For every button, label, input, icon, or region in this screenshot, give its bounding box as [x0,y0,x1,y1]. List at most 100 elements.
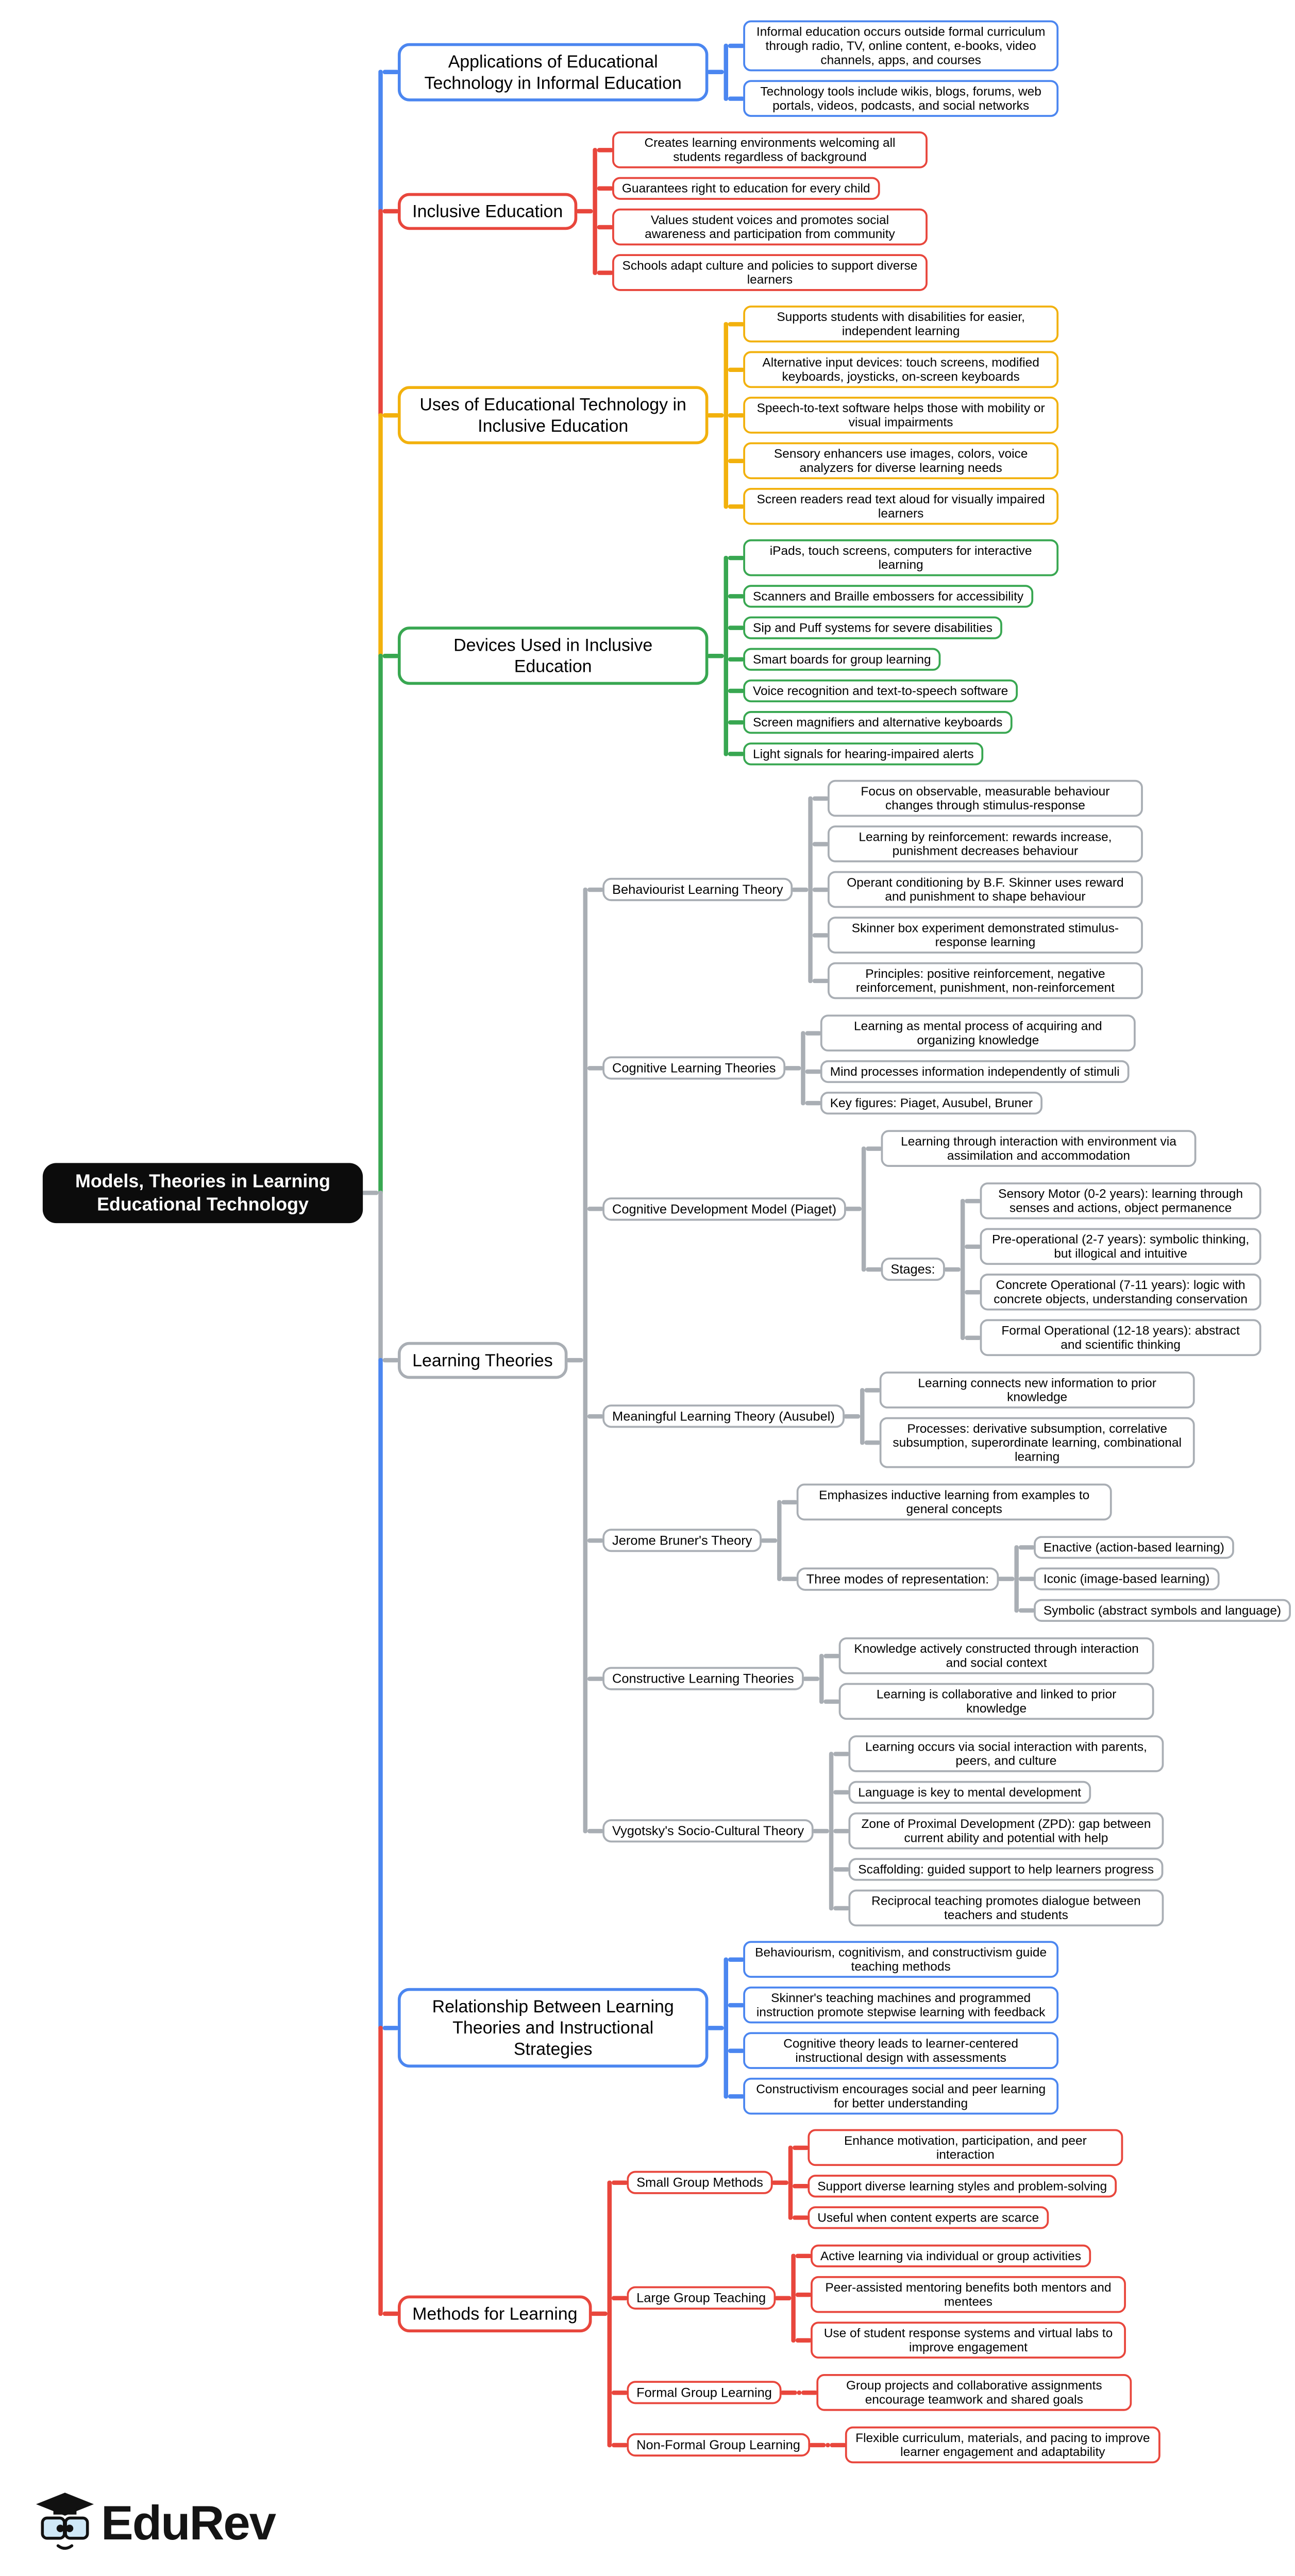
connector-line [597,225,613,229]
connector-line [724,43,729,101]
root-node: Models, Theories in Learning Educational… [42,1163,363,1223]
connector-line [805,1030,821,1036]
connector-line [362,1191,379,1195]
node-support-diverse-learning-styles-and-problem: Support diverse learning styles and prob… [808,2175,1117,2198]
connector-line [864,1387,881,1393]
node-scanners-and-braille-embossers-for-accessibility: Scanners and Braille embossers for acces… [743,585,1033,608]
connector-line [728,2094,745,2098]
connector-line [793,2215,809,2220]
connector-line [833,1751,850,1756]
connector-line [830,2443,846,2447]
edurev-mascot-icon [36,2493,94,2550]
branch-devices-used-in-inclusive-education: Devices Used in Inclusive Education [397,626,709,685]
node-behaviourism-cognitivism-and-constructivism-guide-teaching: Behaviourism, cognitivism, and construct… [743,1941,1059,1978]
connector-line [378,1191,383,1363]
connector-line [612,2443,628,2447]
connector-line [597,186,613,191]
connector-line [1018,1545,1035,1550]
node-skinner-s-teaching-machines-and-programmed: Skinner's teaching machines and programm… [743,1986,1059,2024]
connector-line [761,1538,778,1543]
connector-line [728,43,745,48]
connector-line [378,209,383,418]
connector-line [378,2025,383,2316]
node-cognitive-theory-leads-to-learner-centered: Cognitive theory leads to learner-center… [743,2032,1059,2069]
node-technology-tools-include-wikis-blogs-forums: Technology tools include wikis, blogs, f… [743,80,1059,117]
node-alternative-input-devices-touch-screens-modified: Alternative input devices: touch screens… [743,351,1059,388]
connector-line [724,1957,729,2098]
connector-line [864,1440,881,1445]
connector-line [707,413,724,418]
connector-line [612,2390,628,2395]
connector-line [587,1538,604,1543]
node-peer-assisted-mentoring-benefits-both-mentors: Peer-assisted mentoring benefits both me… [811,2276,1126,2313]
connector-line [812,1828,829,1833]
node-group-projects-and-collaborative-assignments-encourage: Group projects and collaborative assignm… [816,2374,1132,2411]
node-processes-derivative-subsumption-correlative-subsumption-superordinate: Processes: derivative subsumption, corre… [879,1417,1195,1468]
node-screen-readers-read-text-aloud-for: Screen readers read text aloud for visua… [743,488,1059,525]
connector-line [866,1267,882,1272]
node-concrete-operational-7-11-years-logic: Concrete Operational (7-11 years): logic… [980,1274,1262,1311]
connector-line [808,796,813,983]
node-operant-conditioning-by-b-f-skinner: Operant conditioning by B.F. Skinner use… [827,871,1143,908]
connector-line [607,2180,612,2447]
connector-line [791,2253,796,2343]
node-values-student-voices-and-promotes-social: Values student voices and promotes socia… [612,208,928,246]
node-guarantees-right-to-education-for-every: Guarantees right to education for every … [612,177,880,200]
node-stages: Stages: [881,1257,945,1281]
node-symbolic-abstract-symbols-and-language: Symbolic (abstract symbols and language) [1034,1599,1291,1622]
connector-line [591,2311,608,2316]
connector-line [805,1100,821,1106]
connector-line [728,555,745,560]
connector-line [707,653,724,658]
connector-line [728,1957,745,1962]
connector-line [382,70,399,75]
connector-line [593,147,597,275]
connector-line [965,1290,981,1295]
connector-line [793,2145,809,2150]
connector-line [965,1198,981,1204]
branch-relationship-between-learning-theories-and-instructional: Relationship Between Learning Theories a… [397,1988,709,2068]
node-supports-students-with-disabilities-for-easier: Supports students with disabilities for … [743,306,1059,343]
connector-line [784,1065,801,1071]
connector-line [788,2145,793,2220]
connector-line [801,1030,805,1106]
edurev-logo[interactable]: EduRev [36,2493,276,2553]
branch-learning-theories: Learning Theories [397,1342,567,1379]
connector-line [378,1358,383,2030]
node-vygotsky-s-socio-cultural-theory: Vygotsky's Socio-Cultural Theory [602,1819,814,1843]
connector-line [382,2311,399,2316]
node-smart-boards-for-group-learning: Smart boards for group learning [743,648,941,671]
connector-line [587,1065,604,1071]
connector-line [860,1387,865,1445]
node-key-figures-piaget-ausubel-bruner: Key figures: Piaget, Ausubel, Bruner [820,1092,1042,1115]
connector-line [823,1653,840,1658]
connector-line [597,147,613,152]
connector-line [724,555,729,756]
node-formal-operational-12-18-years-abstract: Formal Operational (12-18 years): abstra… [980,1319,1262,1357]
node-pre-operational-2-7-years-symbolic: Pre-operational (2-7 years): symbolic th… [980,1228,1262,1265]
connector-line [587,1207,604,1211]
node-learning-as-mental-process-of-acquiring: Learning as mental process of acquiring … [820,1014,1136,1052]
connector-line [382,653,399,658]
node-enhance-motivation-participation-and-peer-interaction: Enhance motivation, participation, and p… [808,2129,1123,2166]
connector-line [775,2296,792,2300]
connector-line [612,2296,628,2300]
connector-line [378,70,383,214]
node-sensory-motor-0-2-years-learning: Sensory Motor (0-2 years): learning thro… [980,1182,1262,1219]
connector-line [780,2390,797,2395]
node-schools-adapt-culture-and-policies-to: Schools adapt culture and policies to su… [612,254,928,291]
connector-line [809,2443,826,2447]
connector-line [826,2443,830,2447]
connector-line [861,1146,866,1272]
node-learning-is-collaborative-and-linked-to: Learning is collaborative and linked to … [838,1683,1154,1720]
connector-line [378,653,383,1195]
node-active-learning-via-individual-or-group: Active learning via individual or group … [811,2244,1091,2267]
connector-line [1018,1608,1035,1613]
node-scaffolding-guided-support-to-help-learners: Scaffolding: guided support to help lear… [848,1858,1164,1881]
connector-line [802,1676,819,1681]
node-screen-magnifiers-and-alternative-keyboards: Screen magnifiers and alternative keyboa… [743,711,1013,734]
node-creates-learning-environments-welcoming-all-students: Creates learning environments welcoming … [612,131,928,168]
connector-line [728,413,745,418]
connector-line [728,367,745,372]
connector-line [944,1267,961,1272]
